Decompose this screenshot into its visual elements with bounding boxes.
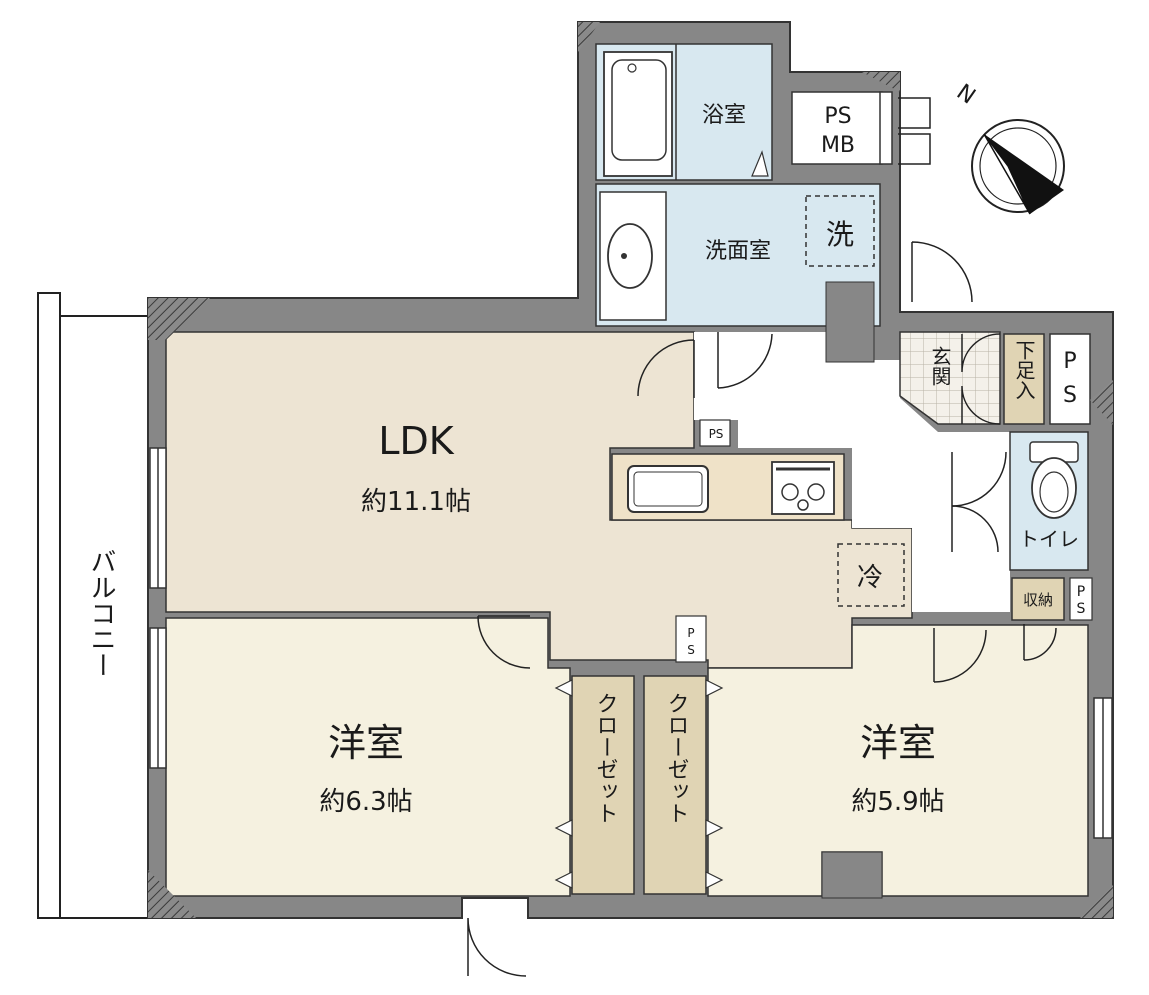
compass-north-label: N [952,80,980,110]
balcony [37,292,150,919]
storage-floor [1011,577,1065,621]
closet-right-floor [643,675,707,895]
ps-kitchen-box [699,419,731,447]
basin-icon [599,191,667,321]
shoe-box-floor [1003,333,1045,425]
ps-mb-line2: MB [821,133,855,158]
ps-entrance-line2: S [1063,383,1077,408]
bath-vent-icon [751,150,769,177]
hatched-walls [148,22,1113,918]
ps-kitchen-label: PS [709,427,724,441]
closet-left-floor [571,675,635,895]
closet-left-label: クローゼット [593,692,618,824]
western-right-name: 洋室 [860,721,936,765]
ps-mb-line1: PS [824,104,851,129]
ps-mb-box [791,91,883,165]
shoe-box-label: 下足入 [1012,340,1036,400]
compass-icon [971,119,1065,215]
fridge-space [837,543,905,607]
entrance-label: 玄関 [928,346,952,386]
ldk-area: 約11.1帖 [361,487,471,517]
balcony-label: バルコニー [86,548,116,678]
hallway-floor [694,332,1010,612]
sink-icon [627,465,709,513]
western-left-area: 約6.3帖 [319,787,412,817]
washer-space [805,195,875,267]
fridge-label: 冷 [857,563,883,593]
western-left-name: 洋室 [328,721,404,765]
western-right-area: 約5.9帖 [851,787,944,817]
washer-label: 洗 [826,218,854,251]
ps-toilet-line1: P [1077,584,1085,600]
toilet-icon [1029,441,1079,519]
storage-label: 収納 [1023,591,1053,609]
ldk-floor [165,331,913,669]
ps-toilet-line2: S [1077,601,1086,617]
entrance-floor [899,331,1001,425]
kitchen-counter [611,453,845,521]
bathtub-icon [603,51,673,177]
ps-closet-line2: S [687,643,695,657]
floors [165,43,1093,897]
closet-markers [554,679,724,889]
doors [467,97,1057,977]
ps-toilet-box [1069,577,1093,621]
bath-name: 浴室 [702,103,746,128]
windows [149,91,1113,839]
ps-closet-line1: P [687,626,694,640]
ps-closet-box [675,615,707,663]
washroom-name: 洗面室 [705,239,771,264]
closet-right-label: クローゼット [664,692,689,824]
labels: LDK 約11.1帖 洋室 約6.3帖 洋室 約5.9帖 浴室 洗面室 洗 冷 … [86,80,1086,824]
ps-entrance-line1: P [1063,349,1076,374]
ldk-name: LDK [378,419,454,463]
ps-entrance-box [1049,333,1091,425]
toilet-label: トイレ [1019,527,1079,551]
